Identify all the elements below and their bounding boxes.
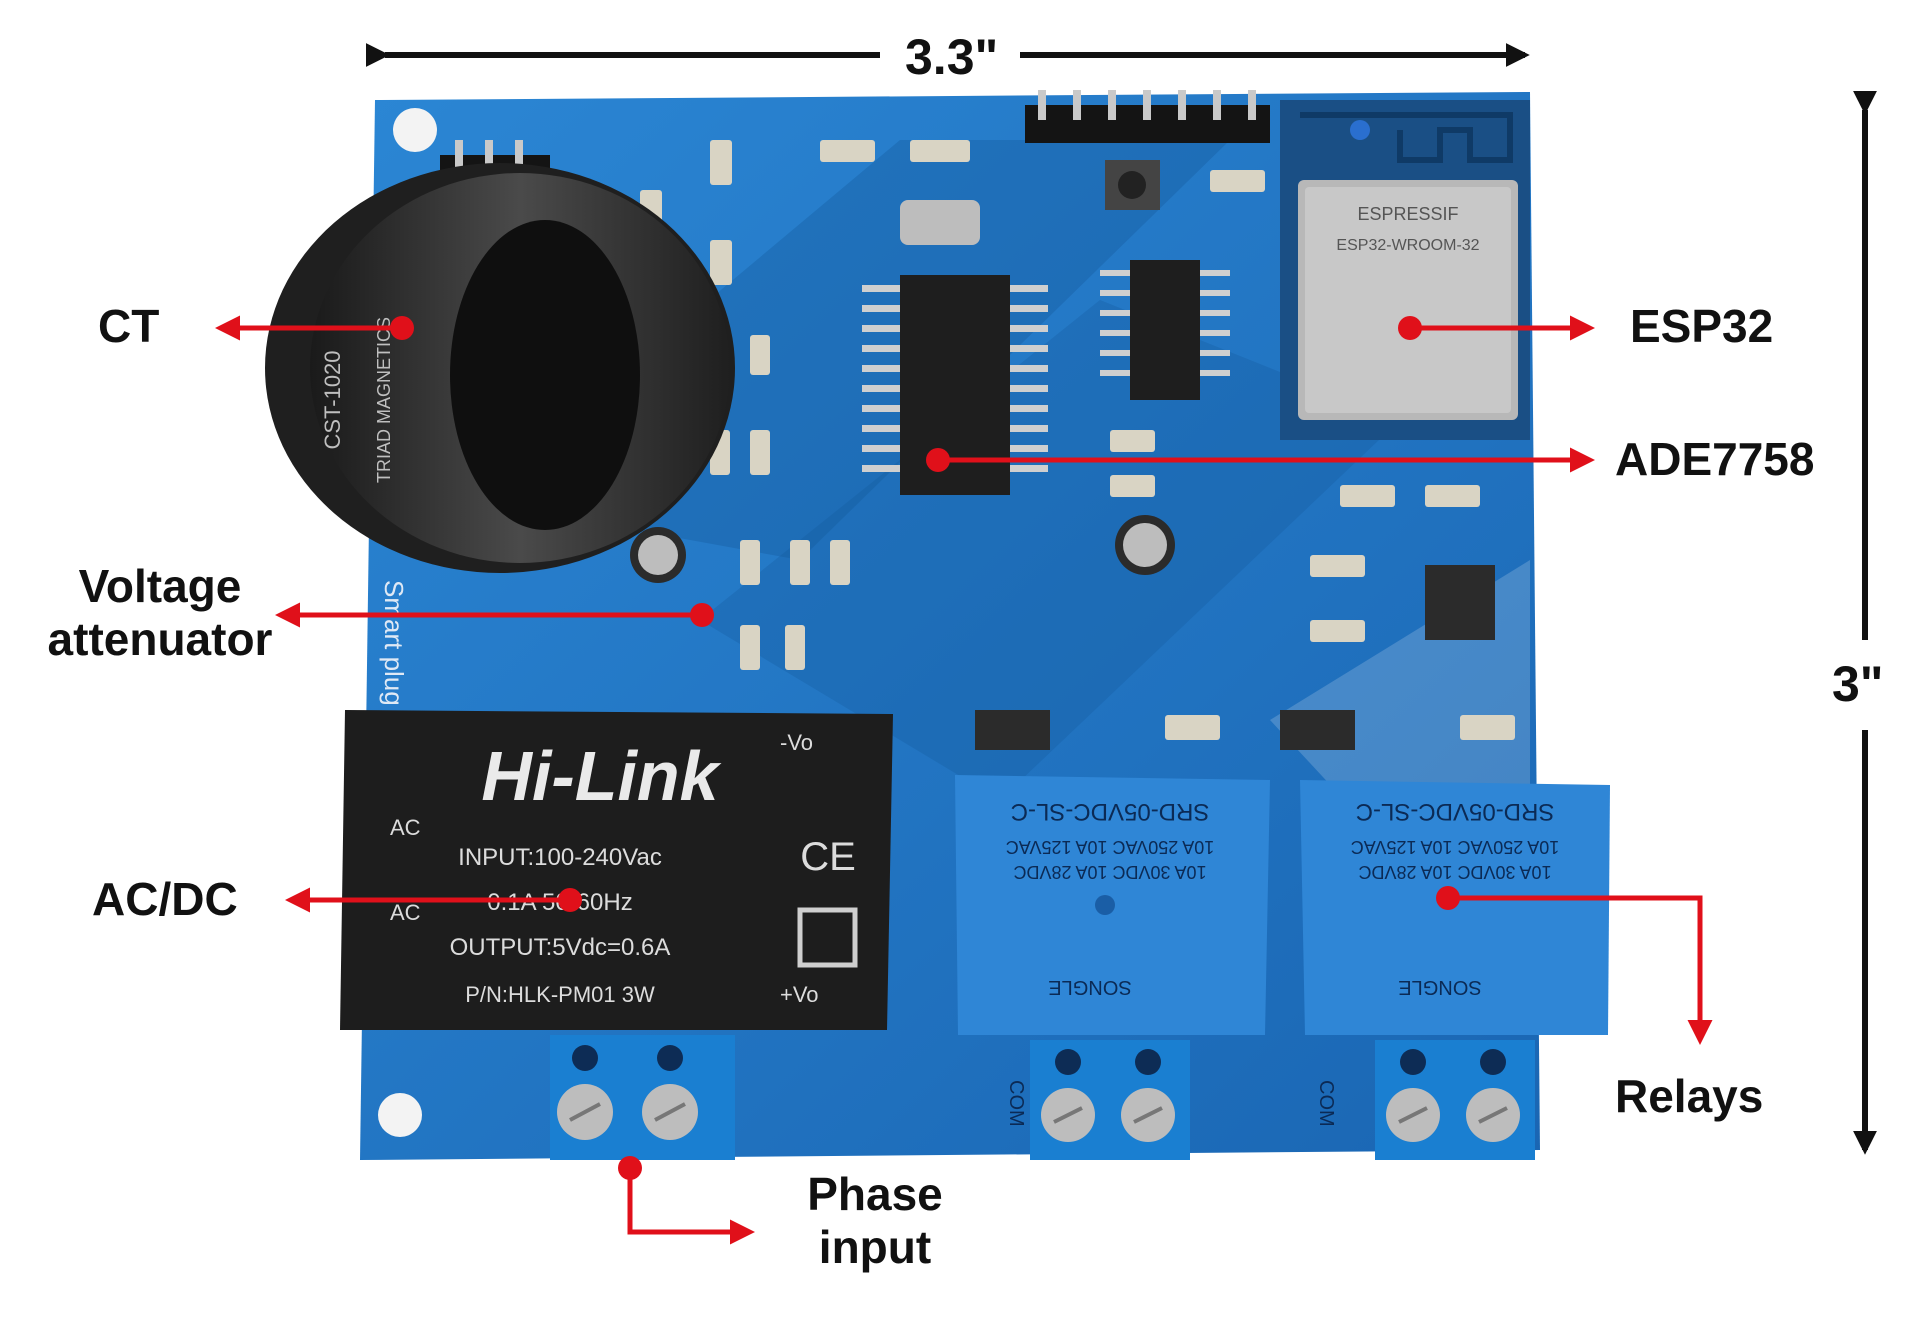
terminal-block-relay-2	[1375, 1040, 1535, 1160]
com-label: COM	[1315, 1080, 1337, 1127]
hilink-spec: INPUT:100-240Vac	[458, 844, 662, 871]
esp-label: ESP32-WROOM-32	[1336, 237, 1479, 254]
silkscreen-text: Smart plug	[379, 580, 409, 706]
esp32-module: ESPRESSIF ESP32-WROOM-32	[1280, 100, 1530, 440]
height-dimension-label: 3"	[1822, 655, 1894, 713]
relay-label: 10A 30VDC 10A 28VDC	[1013, 862, 1206, 882]
hilink-pin: AC	[390, 900, 421, 925]
width-dimension-label: 3.3"	[895, 28, 1009, 86]
label-acdc: AC/DC	[92, 873, 238, 925]
ct-label: CST-1020	[320, 350, 345, 449]
relay-label: SRD-05VDC-SL-C	[1011, 798, 1210, 825]
mount-hole	[393, 108, 437, 152]
relay-1: SRD-05VDC-SL-C 10A 250VAC 10A 125VAC 10A…	[955, 775, 1270, 1035]
current-transformer: CST-1020 TRIAD MAGNETICS	[265, 163, 735, 573]
diode	[1280, 710, 1355, 750]
callout-arrows	[215, 315, 1713, 1245]
hilink-pin: AC	[390, 815, 421, 840]
label-line: Phase	[807, 1168, 943, 1220]
crystal	[900, 200, 980, 245]
label-line: input	[818, 1220, 932, 1273]
diode	[975, 710, 1050, 750]
hilink-module: Hi-Link INPUT:100-240Vac 0.1A 50-60Hz OU…	[340, 710, 893, 1030]
label-phase-input: Phase input	[765, 1168, 985, 1274]
relay-label: SONGLE	[1398, 976, 1481, 998]
label-ct: CT	[98, 300, 160, 352]
relay-label: 10A 250VAC 10A 125VAC	[1006, 837, 1215, 857]
com-label: COM	[1005, 1080, 1027, 1127]
terminal-block-relay-1	[1030, 1040, 1190, 1160]
relay-label: 10A 250VAC 10A 125VAC	[1351, 837, 1560, 857]
callout-dots	[390, 316, 1460, 1180]
hilink-spec: OUTPUT:5Vdc=0.6A	[450, 934, 671, 961]
hilink-spec: P/N:HLK-PM01 3W	[465, 982, 655, 1007]
hilink-pin: -Vo	[780, 730, 813, 755]
relay-label: SRD-05VDC-SL-C	[1356, 798, 1555, 825]
label-line: Voltage	[78, 560, 242, 612]
svg-text:CE: CE	[800, 835, 856, 879]
esp-label: ESPRESSIF	[1357, 204, 1458, 224]
terminal-block-phase	[550, 1035, 735, 1160]
relay-label: 10A 30VDC 10A 28VDC	[1358, 862, 1551, 882]
label-relays: Relays	[1615, 1070, 1764, 1122]
voltage-regulator	[1425, 565, 1495, 640]
smd-components	[590, 140, 1515, 740]
label-ade7758: ADE7758	[1615, 433, 1815, 485]
mount-hole	[378, 1093, 422, 1137]
label-voltage-attenuator: Voltage attenuator	[20, 560, 300, 666]
ct-label: TRIAD MAGNETICS	[374, 317, 394, 483]
small-ic	[1100, 260, 1230, 400]
label-esp32: ESP32	[1630, 300, 1774, 352]
hilink-pin: +Vo	[780, 982, 819, 1007]
relay-label: SONGLE	[1048, 976, 1131, 998]
hilink-brand: Hi-Link	[481, 737, 721, 815]
label-line: attenuator	[47, 612, 273, 665]
